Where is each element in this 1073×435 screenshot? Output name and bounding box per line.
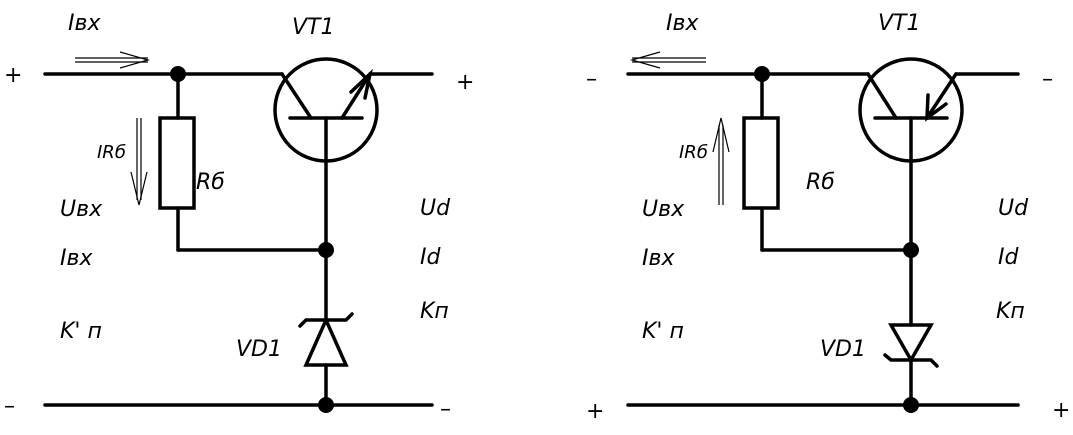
junction-dot [903,242,919,258]
junction-dot [170,66,186,82]
input-voltage-param: Uвх [60,197,103,222]
zener-bar [298,312,354,328]
resistor-current-arrow-down [130,118,148,206]
circuit-left: Iвх VT1 IRб Rб Uвх Iвх K' п Ud Id Kп VD1… [4,11,474,422]
bottom-right-sign: – [440,397,451,422]
input-current-label: Iвх [666,11,699,36]
zener-bar [883,353,939,368]
zener-diode-vd1 [883,323,939,368]
input-current-arrow-left [629,51,706,69]
transistor-collector [280,72,313,120]
bottom-left-sign: – [4,394,15,419]
resistor-label: Rб [806,170,835,195]
output-voltage-param: Ud [420,196,451,221]
input-current-param: Iвх [60,246,93,271]
diode-triangle [303,315,349,367]
input-current-param: Iвх [642,246,675,271]
circuit-right: Iвх VT1 IRб Rб Uвх Iвх K' п Ud Id Kп VD1… [586,11,1070,424]
diode-triangle [887,323,935,364]
bottom-right-sign: + [1052,398,1070,423]
resistor-current-label: IRб [679,142,708,163]
resistor-current-arrow-up [712,117,730,205]
transistor-body [858,57,964,163]
bottom-left-sign: + [586,399,604,424]
output-current-param: Id [420,245,441,270]
resistor-rb [158,116,196,210]
transistor-label: VT1 [878,11,921,36]
emitter-arrow-outward [349,68,373,100]
transistor-collector [866,72,898,120]
input-current-label: Iвх [68,11,101,36]
junction-dot [754,66,770,82]
diode-label: VD1 [820,337,866,362]
resistor-current-label: IRб [97,142,126,163]
transistor-body [273,57,379,163]
transistor-emitter [925,72,958,120]
input-current-arrow-right [75,51,151,69]
junction-dot [318,397,334,413]
junction-dot [903,397,919,413]
resistor-rb [742,116,780,210]
resistor-label: Rб [196,170,225,195]
input-coeff-param: K' п [642,319,684,344]
output-coeff-param: Kп [996,299,1025,324]
top-left-sign: + [4,63,22,88]
transistor-label: VT1 [292,15,335,40]
input-coeff-param: K' п [60,319,102,344]
diode-label: VD1 [236,337,282,362]
input-voltage-param: Uвх [642,197,685,222]
transistor-vt1 [858,57,964,163]
top-left-sign: – [586,67,597,92]
top-right-sign: + [456,70,474,95]
transistor-emitter [340,72,372,120]
emitter-arrow-inward [925,93,948,122]
output-coeff-param: Kп [420,299,449,324]
junction-dot [318,242,334,258]
output-current-param: Id [998,245,1019,270]
top-right-sign: – [1042,67,1053,92]
output-voltage-param: Ud [998,196,1029,221]
transistor-vt1 [273,57,379,163]
zener-diode-vd1 [298,312,354,367]
